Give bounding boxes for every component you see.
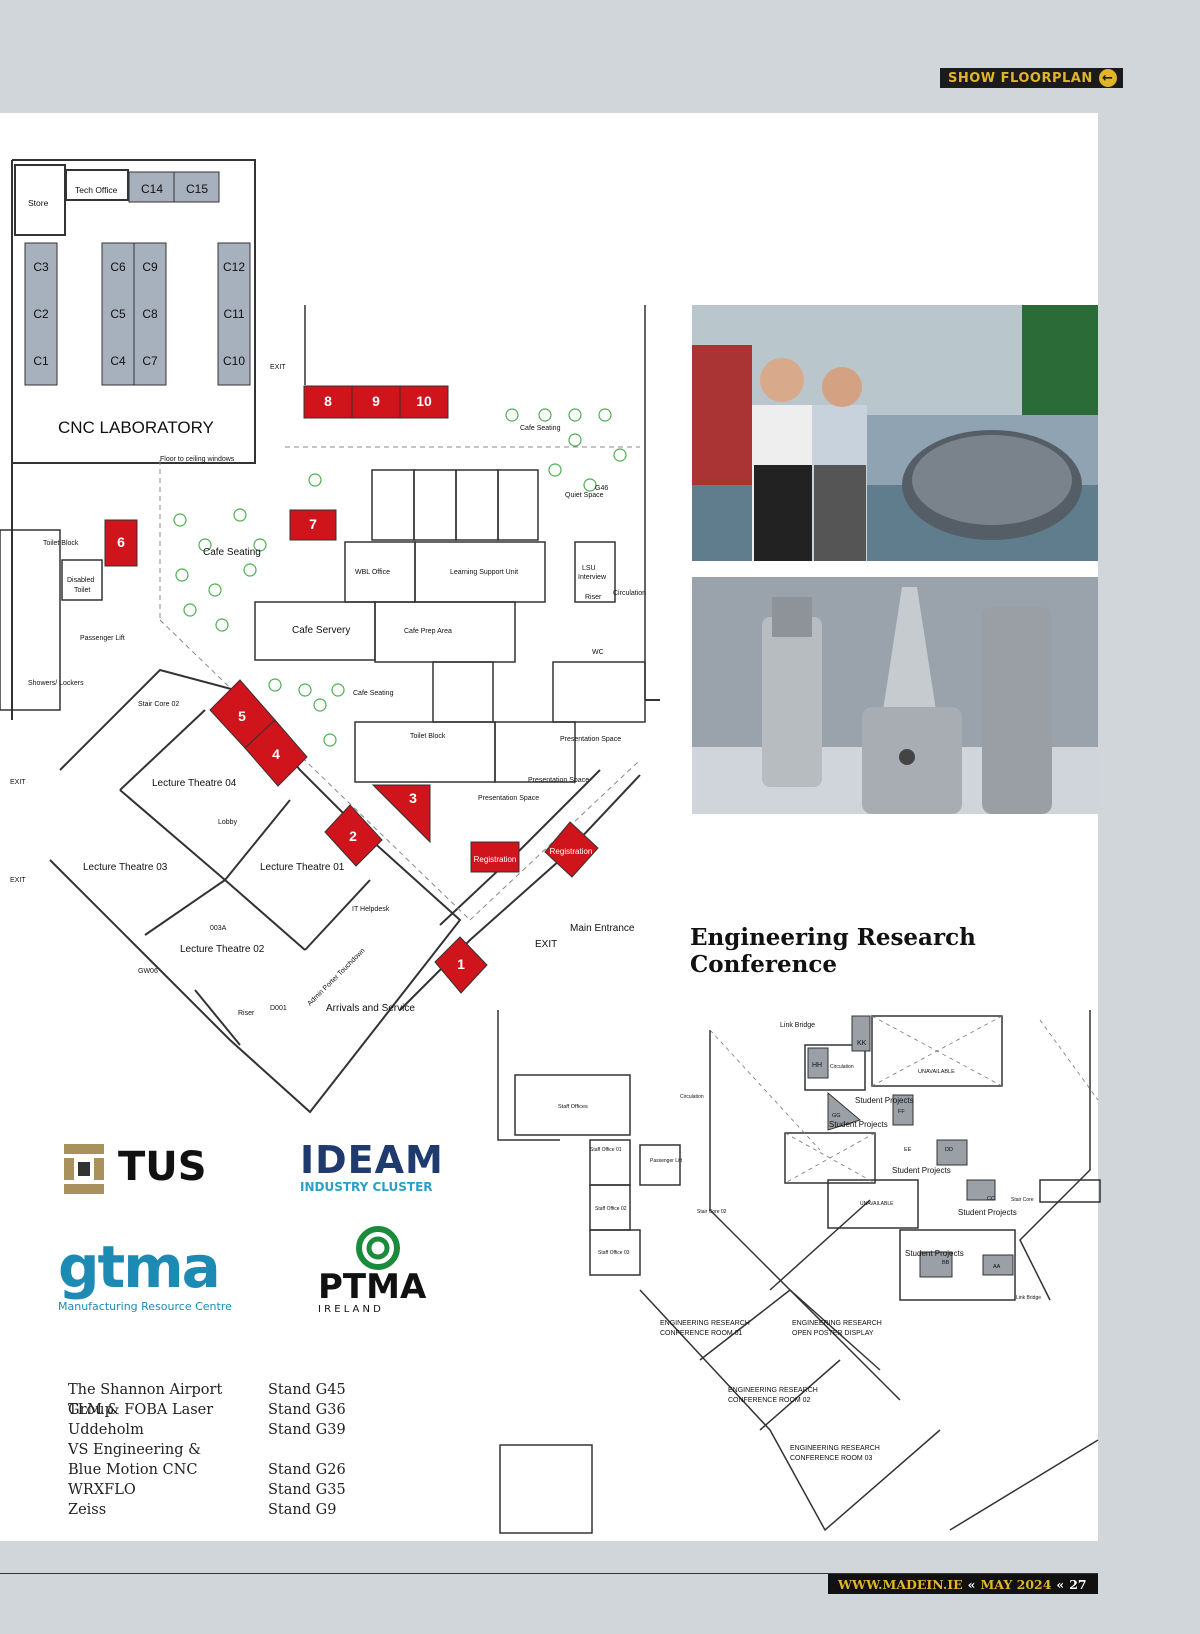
exhibitor-stand: Stand G35 <box>268 1482 346 1498</box>
conference-title: Engineering Research Conference <box>690 924 976 978</box>
exhibitor-row: Zeiss Stand G9 <box>68 1500 346 1520</box>
gtma-logo: gtma Manufacturing Resource Centre <box>58 1238 248 1318</box>
photo-tool-holders <box>692 577 1098 814</box>
footer-bar: WWW.MADEIN.IE « MAY 2024 « 27 <box>828 1574 1098 1594</box>
exhibitor-name: The Shannon Airport Group <box>68 1382 223 1418</box>
footer-site-link[interactable]: WWW.MADEIN.IE <box>838 1576 963 1592</box>
exhibitor-row: Uddeholm Stand G39 <box>68 1420 346 1440</box>
tus-wordmark: TUS <box>118 1144 207 1190</box>
ptma-logo: PTMA I R E L A N D <box>318 1226 468 1326</box>
footer-separator-2: « <box>1056 1576 1065 1592</box>
footer-issue: MAY 2024 <box>980 1576 1052 1592</box>
show-floorplan-label: SHOW FLOORPLAN <box>948 70 1093 86</box>
show-floorplan-button[interactable]: SHOW FLOORPLAN ← <box>940 68 1123 88</box>
ptma-subtitle: I R E L A N D <box>318 1304 381 1315</box>
ideam-wordmark: IDEAM <box>300 1138 444 1182</box>
exhibitor-list: The Shannon Airport Group Stand G45 TLM &… <box>68 1380 346 1520</box>
gtma-wordmark: gtma <box>58 1233 221 1301</box>
footer-separator-1: « <box>967 1576 976 1592</box>
exhibitor-stand: Stand G36 <box>268 1402 346 1418</box>
exhibitor-stand: Stand G39 <box>268 1422 346 1438</box>
exhibitor-name: Blue Motion CNC <box>68 1462 198 1478</box>
exhibitor-name: WRXFLO <box>68 1482 136 1498</box>
ptma-swirl-icon <box>356 1226 400 1270</box>
gtma-subtitle: Manufacturing Resource Centre <box>58 1300 232 1313</box>
exhibitor-stand: Stand G45 <box>268 1382 346 1398</box>
exhibitor-row: WRXFLO Stand G35 <box>68 1480 346 1500</box>
photo-visitors-icon <box>692 305 1098 561</box>
footer-rule <box>0 1573 1098 1574</box>
exhibitor-stand: Stand G9 <box>268 1502 337 1518</box>
tus-logo: TUS <box>62 1140 212 1202</box>
ptma-wordmark: PTMA <box>318 1267 427 1307</box>
exhibitor-name: Uddeholm <box>68 1422 144 1438</box>
footer-page-number: 27 <box>1069 1576 1087 1592</box>
exhibitor-name: TLM & FOBA Laser <box>68 1402 214 1418</box>
ideam-logo: IDEAM INDUSTRY CLUSTER <box>300 1140 460 1202</box>
exhibitor-row: VS Engineering & <box>68 1440 346 1460</box>
ideam-subtitle: INDUSTRY CLUSTER <box>300 1180 433 1194</box>
photo-visitors <box>692 305 1098 561</box>
exhibitor-row: TLM & FOBA Laser Stand G36 <box>68 1400 346 1420</box>
arrow-left-icon: ← <box>1098 69 1117 87</box>
exhibitor-stand: Stand G26 <box>268 1462 346 1478</box>
tus-castle-icon <box>64 1144 104 1194</box>
exhibitor-row: The Shannon Airport Group Stand G45 <box>68 1380 346 1418</box>
exhibitor-row: Blue Motion CNC Stand G26 <box>68 1460 346 1480</box>
exhibitor-name: Zeiss <box>68 1502 107 1518</box>
exhibitor-name: VS Engineering & <box>68 1442 202 1458</box>
photo-tool-holders-icon <box>692 577 1098 814</box>
